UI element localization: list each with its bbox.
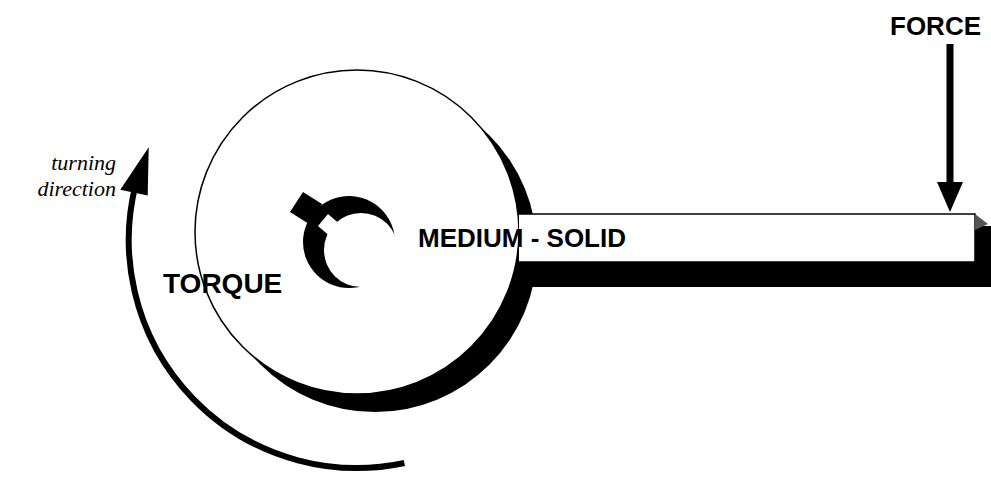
force-arrowhead (937, 182, 963, 212)
shaft-key (318, 214, 342, 238)
lever-arm-node: MEDIUM - SOLID (412, 214, 975, 262)
keyway (290, 192, 322, 224)
turning-direction-label: turning direction (10, 150, 116, 202)
turning-arc (129, 185, 405, 468)
force-label: FORCE (890, 12, 981, 42)
torque-label: TORQUE (163, 268, 282, 300)
force-arrow-shaft (947, 44, 954, 186)
material-label: MEDIUM - SOLID (418, 214, 626, 262)
arm-bevel (975, 214, 988, 230)
turning-arrowhead (120, 147, 148, 195)
